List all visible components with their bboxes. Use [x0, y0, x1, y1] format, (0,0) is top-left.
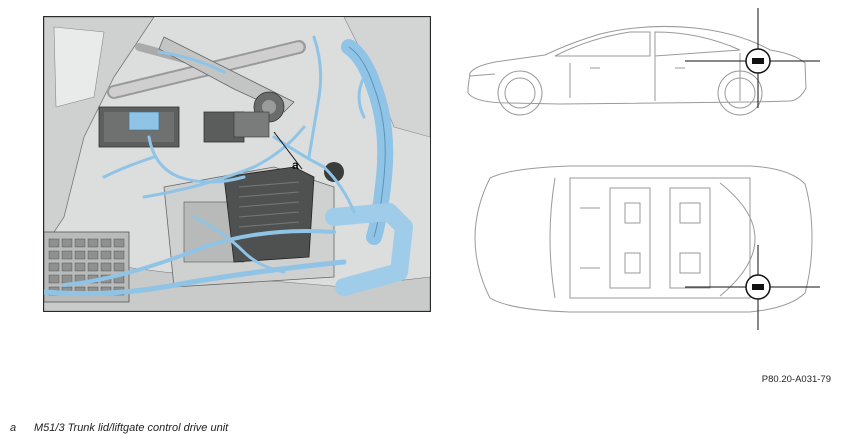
- vehicle-top-view: [474, 165, 813, 313]
- trunk-component-illustration: a: [43, 16, 431, 312]
- location-marker-side: [685, 8, 820, 108]
- vehicle-line-drawings: [467, 8, 820, 330]
- grille-block: [44, 231, 130, 303]
- location-marker-top: [685, 245, 820, 330]
- legend-text: M51/3 Trunk lid/liftgate control drive u…: [34, 422, 229, 434]
- callout-label-a: a: [292, 158, 299, 172]
- legend-item: a M51/3 Trunk lid/liftgate control drive…: [10, 422, 228, 434]
- trunk-illustration-drawing: a: [44, 17, 430, 311]
- legend-key: a: [10, 422, 17, 434]
- figure-code: P80.20-A031-79: [761, 374, 831, 385]
- wiring-harness: [44, 35, 413, 297]
- control-module-left: [98, 106, 180, 148]
- vehicle-location-views: [450, 8, 830, 333]
- callout-leader-line: [273, 131, 303, 170]
- vehicle-side-view: [467, 25, 807, 116]
- drive-unit: [203, 91, 285, 143]
